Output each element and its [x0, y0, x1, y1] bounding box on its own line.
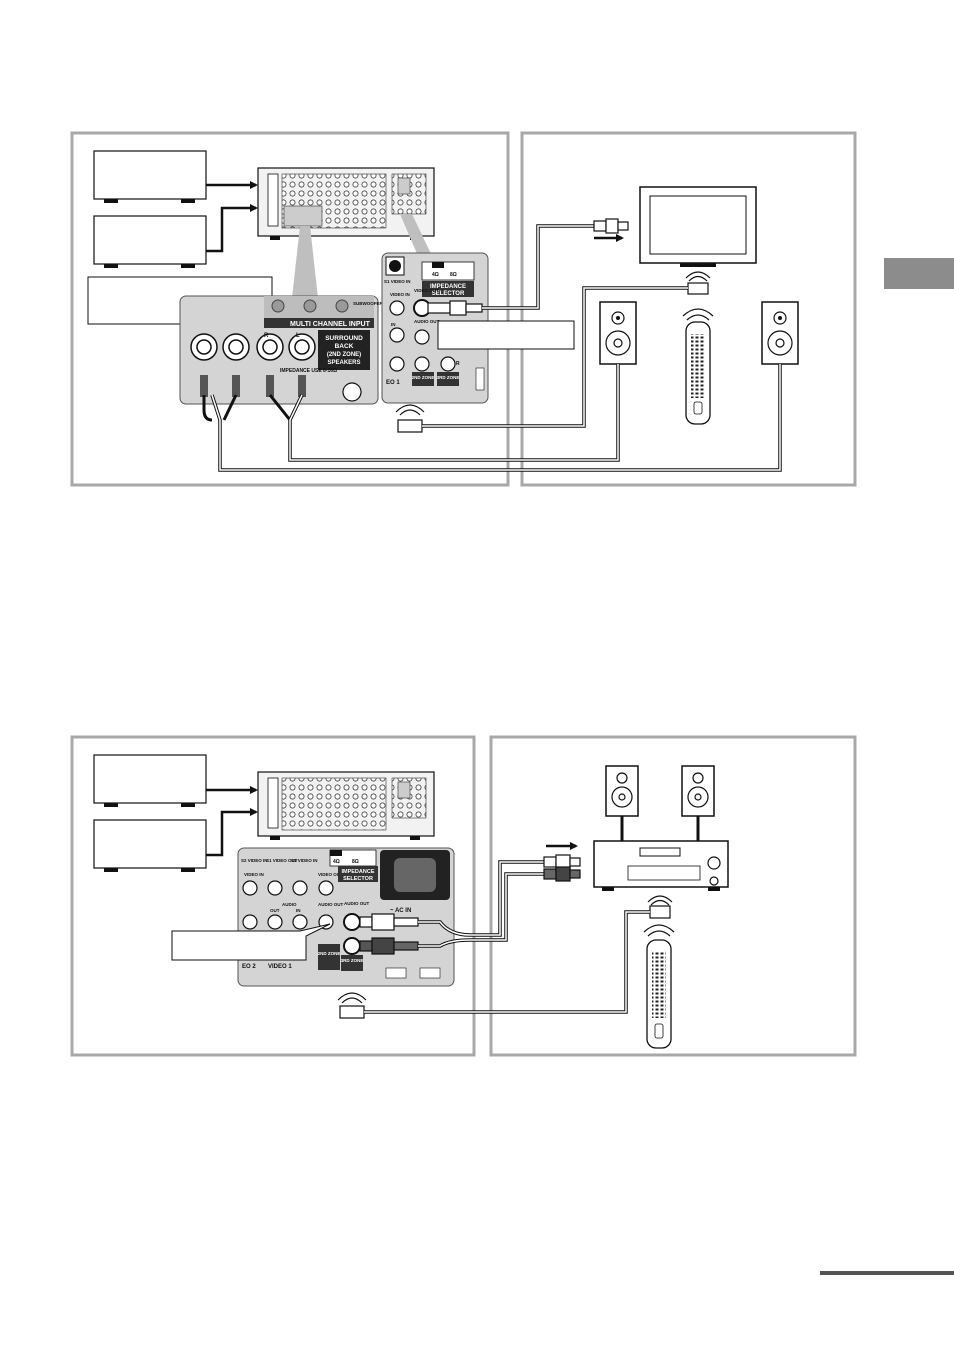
second-zone-label-2: 2ND ZONE [318, 951, 341, 956]
callout-box-video [437, 320, 575, 350]
rca-plug-red [359, 937, 419, 955]
video-1-label-2: VIDEO 1 [268, 964, 292, 970]
source-component-4 [93, 819, 207, 872]
rca-plug-white [359, 913, 419, 931]
third-zone-label: 3RD ZONE [437, 375, 460, 380]
ir-repeater-tv [685, 271, 711, 295]
third-zone-label-2: 3RD ZONE [341, 958, 364, 963]
speaker-post-1 [190, 333, 218, 361]
third-zone-frame-2 [489, 735, 857, 1057]
speaker-post-3 [256, 333, 284, 361]
zoom-callout-video [400, 214, 432, 256]
right-marker: R [264, 333, 269, 339]
source-arrow-2 [206, 204, 258, 253]
surround-back-label-1: SURROUND [325, 335, 363, 342]
zone-output-panel: S1 VIDEO IN 4Ω 8Ω IMPEDANCE SELECTOR VID… [381, 252, 489, 404]
video-out-label-2: VIDEO OUT [318, 872, 343, 877]
impedance-8-label: 8Ω [450, 272, 457, 278]
ir-emitter-receiver-1 [395, 404, 425, 433]
source-component-3 [93, 754, 207, 807]
remote-control-1 [682, 308, 714, 425]
zone-output-panel-2: S2 VIDEO IN S1 VIDEO OUT S1 VIDEO IN VID… [237, 847, 455, 987]
amplifier [593, 840, 729, 891]
speaker-right-1 [761, 301, 799, 365]
zoom-callout-speaker [292, 226, 318, 298]
second-zone-frame-1 [520, 131, 857, 487]
multi-channel-input-label: MULTI CHANNEL INPUT [290, 321, 371, 328]
main-zone-frame-2 [70, 735, 476, 1057]
surround-back-label-3: (2ND ZONE) [327, 352, 361, 358]
source-component-1 [93, 150, 207, 203]
r-label-zone: R [456, 361, 460, 367]
diagram-1: MULTI CHANNEL INPUT SUBWOOFER R L SURROU… [70, 131, 857, 487]
amp-plugs [543, 854, 581, 882]
tv-monitor [639, 186, 757, 267]
video-1-label: EO 1 [386, 380, 400, 386]
impedance-8-label-2: 8Ω [352, 859, 359, 865]
audio-out-label-2: AUDIO OUT [318, 902, 344, 907]
diagram-2: S2 VIDEO IN S1 VIDEO OUT S1 VIDEO IN VID… [70, 735, 857, 1057]
receiver-rear-2 [257, 771, 435, 840]
surround-back-label-4: SPEAKERS [327, 360, 360, 366]
impedance-selector-label-2b: SELECTOR [343, 876, 373, 882]
s1-video-out-label: S1 VIDEO OUT [266, 858, 298, 863]
s1-video-in-label: S1 VIDEO IN [291, 858, 318, 863]
impedance-4-label: 4Ω [432, 272, 439, 278]
speaker-left-1 [599, 301, 637, 365]
impedance-selector-label-2a: IMPEDANCE [341, 869, 374, 875]
impedance-4-label-2: 4Ω [333, 859, 340, 865]
ac-in-label: ~ AC IN [390, 908, 411, 914]
audio-out-label-3: AUDIO OUT [344, 901, 370, 906]
remote-control-2 [643, 924, 675, 1049]
speaker-cables-1 [202, 364, 782, 472]
video-in-label: VIDEO IN [390, 292, 410, 297]
tv-plug [593, 218, 629, 234]
callout-box-audio [171, 923, 331, 961]
impedance-selector-label-1: IMPEDANCE [430, 284, 466, 290]
source-arrow-4 [206, 808, 258, 857]
speaker-left-2 [605, 765, 639, 817]
surround-back-label-2: BACK [335, 343, 354, 350]
speaker-right-2 [681, 765, 715, 817]
video-in-label-2: VIDEO IN [244, 872, 264, 877]
source-component-2 [93, 215, 207, 268]
chapter-tab [884, 258, 954, 289]
audio-out-label: AUDIO OUT [414, 319, 440, 324]
video-out-label: VIDEO OUT [414, 288, 439, 293]
ir-emitter-receiver-2 [337, 992, 367, 1019]
video-2-label: EO 2 [242, 964, 256, 970]
ir-repeater-amp [647, 895, 673, 919]
s2-video-in-label: S2 VIDEO IN [241, 858, 268, 863]
audio-label-2: AUDIO [282, 902, 297, 907]
video-plug [427, 300, 483, 316]
out-label-2: OUT [270, 908, 280, 913]
impedance-use-label: IMPEDANCE USE 8-16Ω [280, 368, 337, 374]
speaker-terminal-panel: MULTI CHANNEL INPUT SUBWOOFER R L SURROU… [179, 295, 383, 405]
left-marker: L [296, 333, 300, 339]
in-label: IN [391, 322, 396, 327]
subwoofer-label: SUBWOOFER [353, 301, 383, 306]
s-video-in-label: S1 VIDEO IN [384, 279, 411, 284]
continued-rule [820, 1271, 954, 1275]
in-label-2: IN [296, 908, 301, 913]
speaker-post-4 [288, 333, 316, 361]
speaker-post-2 [222, 333, 250, 361]
impedance-selector-label-2: SELECTOR [432, 291, 465, 297]
second-zone-label: 2ND ZONE [412, 375, 435, 380]
